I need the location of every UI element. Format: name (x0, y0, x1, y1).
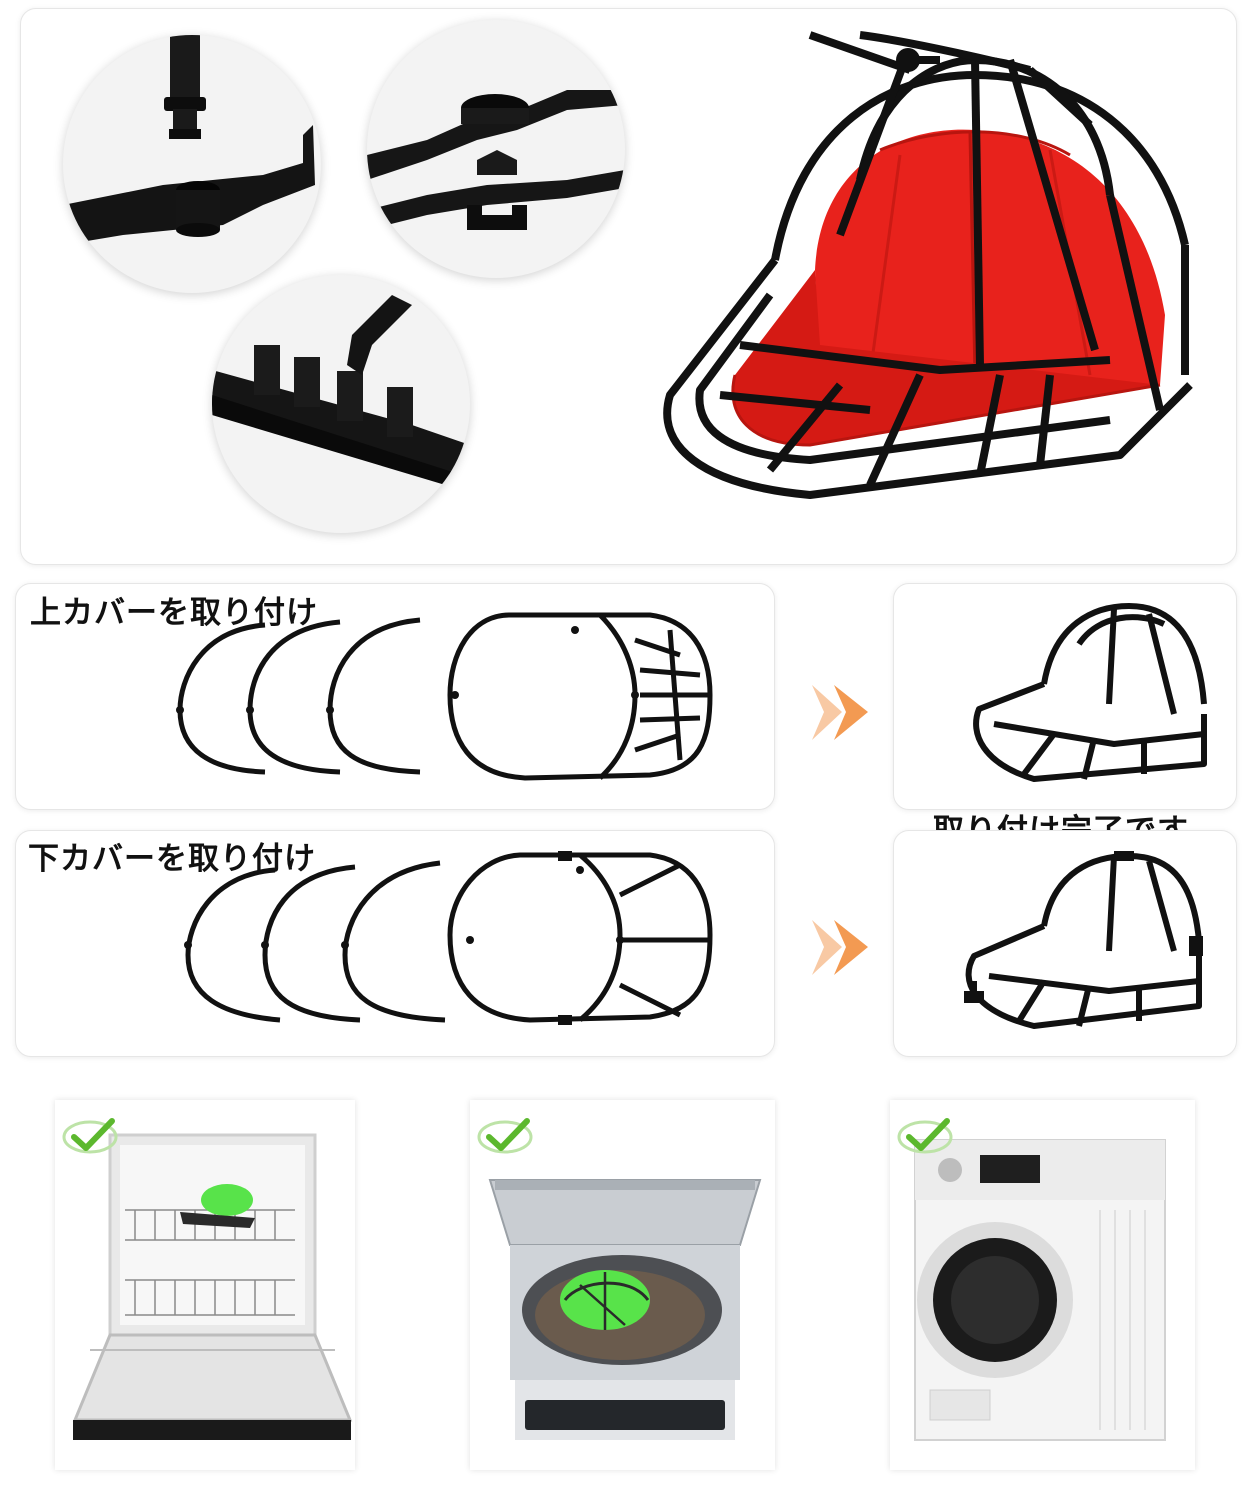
cage-assembled-top-image (973, 603, 1207, 782)
cage-assembled-full-image (964, 851, 1203, 1029)
top-loader-card (470, 1100, 775, 1470)
cap-in-cage-image (640, 15, 1200, 555)
top-cover-result-panel (893, 583, 1237, 810)
check-icon (477, 1118, 533, 1154)
check-icon (897, 1118, 953, 1154)
detail-circle-peg (63, 35, 321, 293)
front-loader-card (890, 1100, 1195, 1470)
dishwasher-card (55, 1100, 355, 1470)
arrow-right-icon (812, 920, 868, 975)
bottom-cover-parts-diagram (180, 845, 720, 1035)
bottom-cover-result-panel (893, 830, 1237, 1057)
top-cover-label: 上カバーを取り付け (30, 595, 318, 631)
top-cover-parts-diagram (170, 600, 730, 790)
detail-circle-clips (212, 275, 470, 533)
arrow-right-icon (812, 685, 868, 740)
check-icon (62, 1118, 118, 1154)
detail-circle-hub (367, 20, 625, 278)
